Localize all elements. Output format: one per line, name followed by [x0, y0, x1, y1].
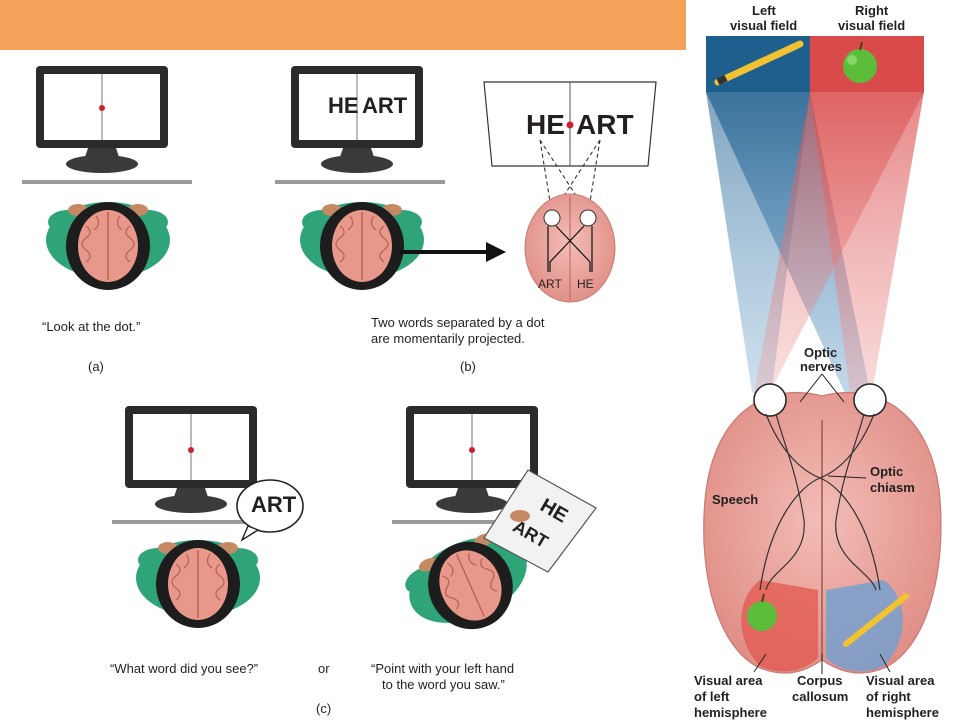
- visual-area-right-3: hemisphere: [866, 705, 939, 720]
- projected-word-he: HE: [526, 109, 565, 140]
- brain-output-he: HE: [577, 277, 594, 291]
- optic-chiasm-label-2: chiasm: [870, 480, 915, 495]
- visual-area-left-3: hemisphere: [694, 705, 767, 720]
- brain-output-art: ART: [538, 277, 562, 291]
- caption-c-right-line1: “Point with your left hand: [371, 661, 515, 676]
- panel-b: [275, 65, 657, 303]
- caption-c-or: or: [318, 661, 330, 676]
- caption-a: “Look at the dot.”: [42, 319, 141, 334]
- right-field-label-2: visual field: [838, 18, 906, 33]
- speech-label: Speech: [712, 492, 759, 507]
- pencil-icon: [714, 40, 804, 86]
- label-b: (b): [460, 359, 476, 374]
- left-field-label-2: visual field: [730, 18, 798, 33]
- corpus-callosum-2: callosum: [792, 689, 849, 704]
- optic-chiasm-label-1: Optic: [870, 464, 904, 479]
- visual-area-left-2: of left: [694, 689, 730, 704]
- caption-c-left: “What word did you see?”: [110, 661, 259, 676]
- visual-area-right-1: Visual area: [866, 673, 935, 688]
- optic-nerves-label-2: nerves: [800, 359, 842, 374]
- header-banner: [0, 0, 686, 50]
- screen-word-art: ART: [362, 93, 408, 118]
- caption-b-line2: are momentarily projected.: [371, 331, 525, 346]
- speech-bubble-text: ART: [251, 492, 297, 517]
- caption-b-line1: Two words separated by a dot: [371, 315, 545, 330]
- optic-nerves-label-1: Optic: [804, 345, 838, 360]
- label-c: (c): [316, 701, 332, 716]
- projected-word-art: ART: [576, 109, 634, 140]
- corpus-callosum-1: Corpus: [797, 673, 843, 688]
- panel-c-right: [392, 405, 597, 652]
- panel-c-left: [112, 405, 304, 629]
- visual-pathway: [703, 36, 942, 674]
- left-field-label-1: Left: [752, 3, 776, 18]
- caption-c-right-line2: to the word you saw.”: [382, 677, 505, 692]
- screen-word-he: HE: [328, 93, 359, 118]
- label-a: (a): [88, 359, 104, 374]
- panel-a: [22, 65, 192, 291]
- apple-icon: [843, 41, 877, 83]
- right-field-label-1: Right: [855, 3, 889, 18]
- visual-area-left-1: Visual area: [694, 673, 763, 688]
- visual-area-right-2: of right: [866, 689, 911, 704]
